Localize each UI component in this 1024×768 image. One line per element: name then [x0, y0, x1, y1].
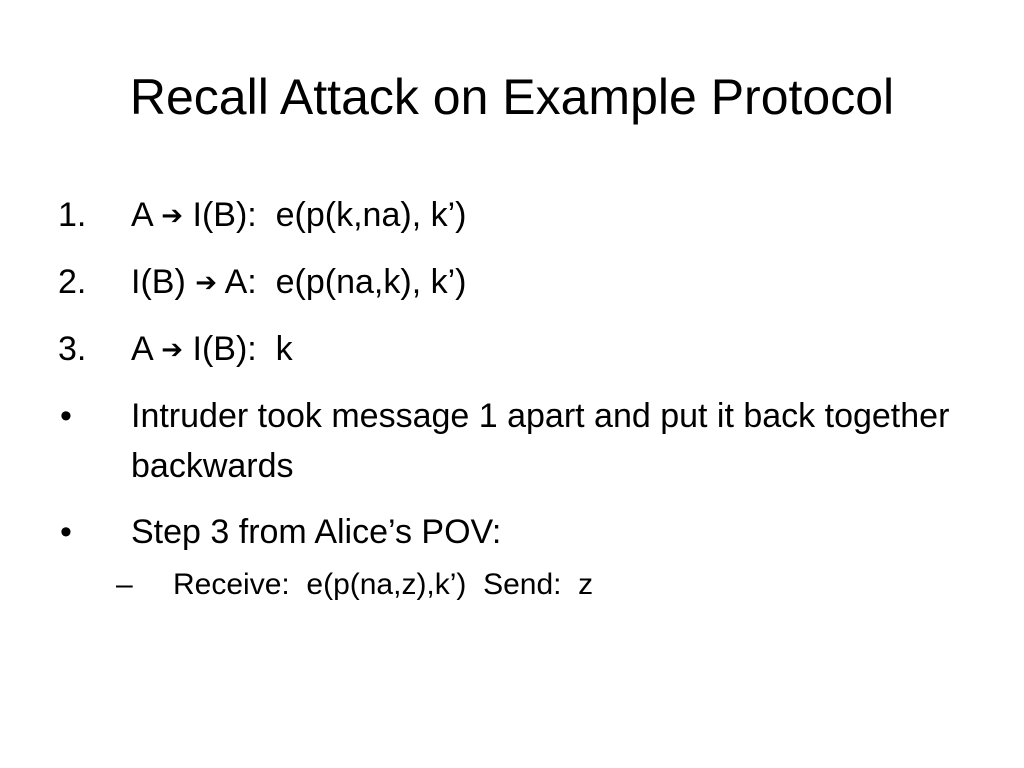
slide-title: Recall Attack on Example Protocol — [129, 69, 895, 125]
protocol-step-1: 1. A ➔ I(B): e(p(k,na), k’) — [58, 190, 988, 241]
step-receiver: I(B): — [192, 196, 257, 234]
step-sender: A — [131, 196, 152, 234]
protocol-step-3: 3. A ➔ I(B): k — [58, 324, 988, 375]
bullet-icon: • — [60, 513, 72, 551]
step-message: e(p(k,na), k’) — [275, 196, 467, 234]
arrow-right-icon: ➔ — [161, 335, 184, 365]
bullet-intruder: • Intruder took message 1 apart and put … — [58, 391, 988, 491]
arrow-right-icon: ➔ — [195, 268, 218, 298]
bullet-step3-pov: • Step 3 from Alice’s POV: — [58, 507, 988, 557]
sub-bullet-text: Receive: e(p(na,z),k’) Send: z — [173, 568, 594, 601]
arrow-right-icon: ➔ — [161, 201, 184, 231]
step-receiver: I(B): — [192, 330, 257, 368]
bullet-text: Intruder took message 1 apart and put it… — [131, 397, 959, 485]
slide-body: 1. A ➔ I(B): e(p(k,na), k’) 2. I(B) ➔ A:… — [58, 190, 988, 605]
step-number: 3. — [58, 330, 87, 368]
step-message: k — [275, 330, 293, 368]
step-number: 1. — [58, 196, 87, 234]
step-sender: A — [131, 330, 152, 368]
step-number: 2. — [58, 263, 87, 301]
bullet-icon: • — [60, 397, 72, 435]
sub-bullet-receive-send: – Receive: e(p(na,z),k’) Send: z — [116, 565, 988, 605]
dash-icon: – — [116, 568, 133, 601]
bullet-text: Step 3 from Alice’s POV: — [131, 513, 502, 551]
step-message: e(p(na,k), k’) — [275, 263, 467, 301]
step-sender: I(B) — [131, 263, 186, 301]
step-receiver: A: — [224, 263, 257, 301]
protocol-step-2: 2. I(B) ➔ A: e(p(na,k), k’) — [58, 257, 988, 308]
